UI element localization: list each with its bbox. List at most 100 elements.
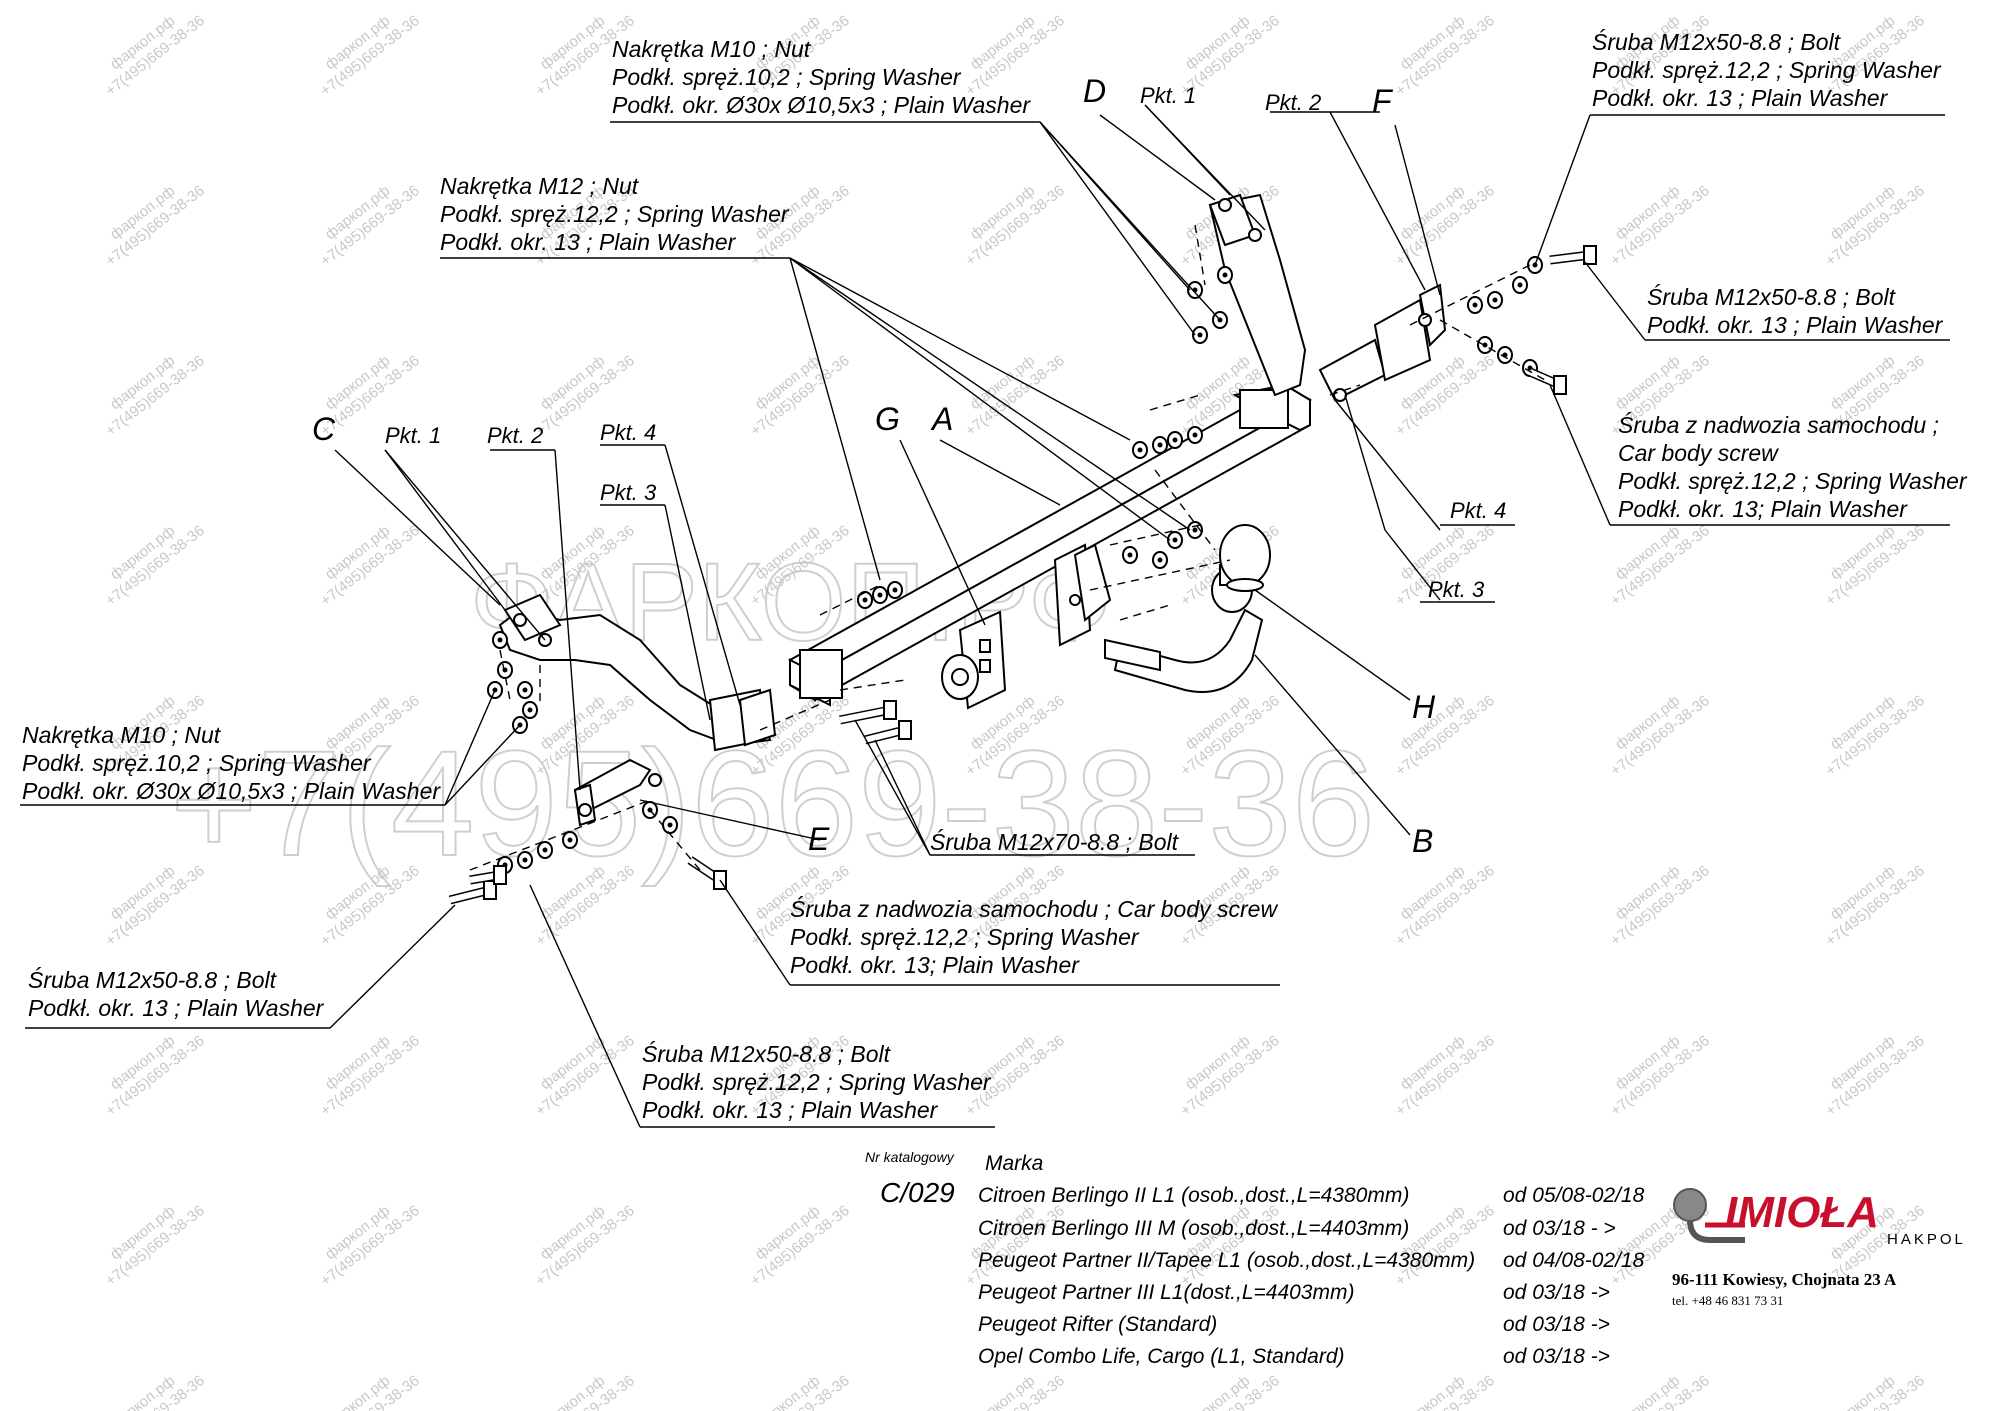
pkt-label: Pkt. 2 [487,423,543,448]
bolt-head [883,700,897,720]
watermark-tile: фаркоп.рф+7(495)669-38-36 [1822,692,1927,780]
company-address: 96-111 Kowiesy, Chojnata 23 A [1672,1270,1897,1289]
watermark-tile: фаркоп.рф+7(495)669-38-36 [102,1202,207,1290]
washer-hole [667,822,673,828]
callout-line: Podkł. spręż.12,2 ; Spring Washer [790,924,1140,950]
callout-line: Nakrętka M10 ; Nut [22,722,222,748]
callout-line: Nakrętka M12 ; Nut [440,173,640,199]
tow-ball-h [1219,524,1271,592]
bolt-head [1583,245,1597,265]
socket-plate-g [941,610,1007,710]
letter-f: F [1372,83,1394,119]
pkt-label: Pkt. 3 [1428,577,1485,602]
vehicle-date: od 05/08-02/18 [1503,1184,1645,1207]
vehicle-model: Peugeot Rifter (Standard) [978,1313,1217,1336]
callout-top-right-bolt: Śruba M12x50-8.8 ; Bolt Podkł. spręż.12,… [1592,28,1942,111]
callout-line: Podkł. okr. Ø30x Ø10,5x3 ; Plain Washer [22,778,441,804]
pkt-label: Pkt. 4 [1450,498,1506,523]
callout-line: Podkł. okr. Ø30x Ø10,5x3 ; Plain Washer [612,92,1031,118]
point-labels: Pkt. 1 Pkt. 2 Pkt. 1 Pkt. 2 Pkt. 4 Pkt. … [385,83,1515,603]
callout-left-bolt: Śruba M12x50-8.8 ; Bolt Podkł. okr. 13 ;… [28,966,325,1021]
watermark-tile: фаркоп.рф+7(495)669-38-36 [1822,1032,1927,1120]
vehicle-date: od 03/18 -> [1503,1313,1610,1336]
watermark-tile: фаркоп.рф+7(495)669-38-36 [962,182,1067,270]
vehicle-date: od 04/08-02/18 [1503,1249,1645,1272]
watermark-tile: фаркоп.рф+7(495)669-38-36 [1392,1372,1497,1411]
callout-line: Śruba M12x50-8.8 ; Bolt [28,966,278,993]
watermark-tile: фаркоп.рф+7(495)669-38-36 [102,1032,207,1120]
application-table: Nr katalogowy C/029 Marka Citroen Berlin… [865,1149,1645,1368]
vehicle-date: od 03/18 -> [1503,1345,1610,1368]
pkt-label: Pkt. 4 [600,420,656,445]
watermark-tile: фаркоп.рф+7(495)669-38-36 [102,12,207,100]
callout-line: Śruba M12x50-8.8 ; Bolt [1647,283,1897,310]
callout-line: Podkł. okr. 13 ; Plain Washer [440,229,737,255]
watermark-tile: фаркоп.рф+7(495)669-38-36 [1822,862,1927,950]
watermark-tile: фаркоп.рф+7(495)669-38-36 [317,12,422,100]
washer-hole [1172,437,1178,443]
bolt-shank [839,707,891,723]
letter-b: B [1412,823,1433,859]
watermark-tile: фаркоп.рф+7(495)669-38-36 [1177,1032,1282,1120]
watermark-tile: фаркоп.рф+7(495)669-38-36 [1607,862,1712,950]
callout-line: Podkł. okr. 13 ; Plain Washer [28,995,325,1021]
crossbeam-a [788,383,1312,707]
fasteners [448,245,1597,905]
washer-hole [1492,297,1498,303]
vehicle-model: Citroen Berlingo III M (osob.,dost.,L=44… [978,1217,1409,1240]
callout-line: Podkł. spręż.12,2 ; Spring Washer [1618,468,1968,494]
callout-line: Car body screw [1618,440,1779,466]
washer-hole [862,597,868,603]
callout-line: Śruba z nadwozia samochodu ; Car body sc… [790,895,1278,922]
callout-line: Podkł. spręż.12,2 ; Spring Washer [642,1069,992,1095]
callout-line: Śruba z nadwozia samochodu ; [1618,411,1939,438]
callout-left-nut: Nakrętka M10 ; Nut Podkł. spręż.10,2 ; S… [22,722,441,804]
leader-lines [20,104,1950,1128]
watermark-tile: фаркоп.рф+7(495)669-38-36 [1822,182,1927,270]
vehicle-date: od 03/18 -> [1503,1281,1610,1304]
vehicle-model: Peugeot Partner III L1(dost.,L=4403mm) [978,1281,1354,1304]
letter-g: G [875,401,900,437]
washer-hole [892,587,898,593]
vehicle-model: Opel Combo Life, Cargo (L1, Standard) [978,1345,1345,1368]
letter-d: D [1083,73,1106,109]
pkt-label: Pkt. 2 [1265,90,1321,115]
watermark-tile: фаркоп.рф+7(495)669-38-36 [747,1372,852,1411]
pkt-label: Pkt. 3 [600,480,657,505]
washer-hole [1157,557,1163,563]
washer-hole [1197,332,1203,338]
washer-hole [1192,432,1198,438]
watermark-tile: фаркоп.рф+7(495)669-38-36 [532,1032,637,1120]
washer-hole [1127,552,1133,558]
watermark-tile: фаркоп.рф+7(495)669-38-36 [1607,1032,1712,1120]
left-side-bracket [498,593,777,827]
washer-hole [1517,282,1523,288]
watermark-tile: фаркоп.рф+7(495)669-38-36 [1392,1032,1497,1120]
callout-line: Podkł. okr. 13 ; Plain Washer [642,1097,939,1123]
washer-hole [1137,447,1143,453]
callout-line: Podkł. spręż.12,2 ; Spring Washer [440,201,790,227]
bolt-head [493,865,507,885]
callout-top-center-nut: Nakrętka M10 ; Nut Podkł. spręż.10,2 ; S… [612,36,1031,118]
washer-hole [1172,537,1178,543]
washer-hole [567,837,573,843]
callout-bottom-body-screw: Śruba z nadwozia samochodu ; Car body sc… [790,895,1278,978]
company-logo-text: IMIOŁA [1725,1188,1879,1237]
pkt-label: Pkt. 1 [1140,83,1196,108]
callout-line: Nakrętka M10 ; Nut [612,36,812,62]
watermark-tile: фаркоп.рф+7(495)669-38-36 [1607,182,1712,270]
company-logo-block: IMIOŁA HAKPOL 96-111 Kowiesy, Chojnata 2… [1672,1188,1963,1308]
callout-bottom-bolt: Śruba M12x50-8.8 ; Bolt Podkł. spręż.12,… [642,1040,992,1123]
watermark-tile: фаркоп.рф+7(495)669-38-36 [102,1372,207,1411]
callout-line: Śruba M12x70-8.8 ; Bolt [930,828,1180,855]
callout-right-body-screw: Śruba z nadwozia samochodu ; Car body sc… [1618,411,1968,522]
watermark-tile: фаркоп.рф+7(495)669-38-36 [1392,12,1497,100]
vehicle-date: od 03/18 - > [1503,1217,1616,1240]
washer-hole [527,707,533,713]
watermark-tile: фаркоп.рф+7(495)669-38-36 [102,352,207,440]
callout-line: Podkł. okr. 13; Plain Washer [1618,496,1908,522]
watermark-tile: фаркоп.рф+7(495)669-38-36 [532,1202,637,1290]
callout-line: Śruba M12x50-8.8 ; Bolt [642,1040,892,1067]
callout-mid-nut: Nakrętka M12 ; Nut Podkł. spręż.12,2 ; S… [440,173,790,255]
